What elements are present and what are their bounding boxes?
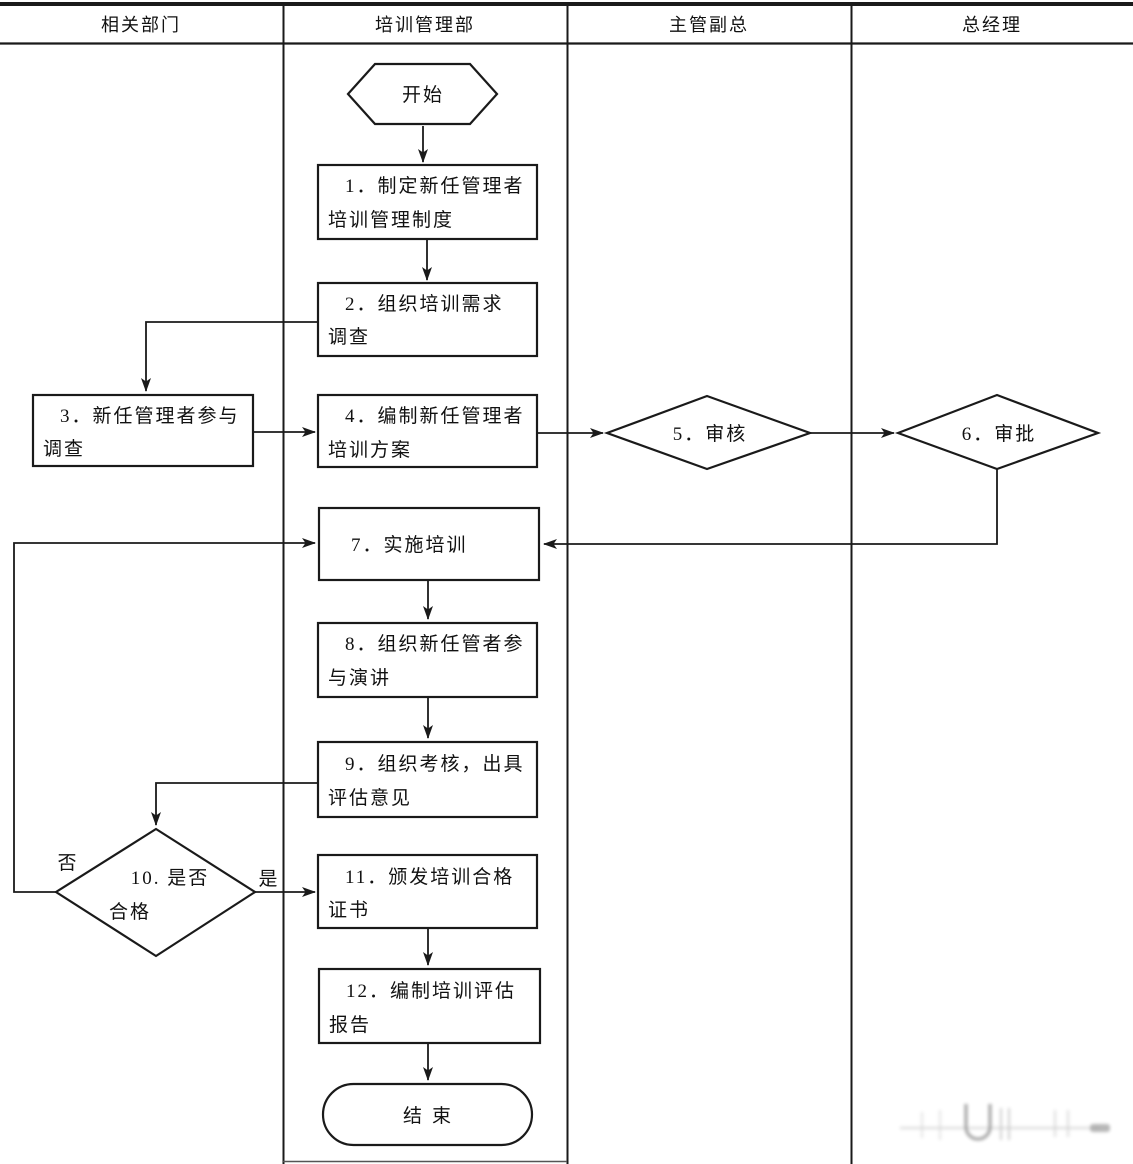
process-box-12 xyxy=(317,967,542,1045)
process-box-3 xyxy=(31,393,255,468)
process-box-7 xyxy=(317,506,541,582)
process-box-3-line2: 调查 xyxy=(43,438,85,460)
decision-diamond-5 xyxy=(603,394,814,471)
decision-diamond-6 xyxy=(894,393,1102,471)
end-node-label: 结束 xyxy=(403,1105,461,1127)
process-box-12-line1: 12．编制培训评估 xyxy=(346,980,516,1002)
decision-diamond-10-line1: 10. 是否 xyxy=(131,868,210,889)
yes-label: 是 xyxy=(258,869,277,890)
process-box-1-line2: 培训管理制度 xyxy=(328,209,454,231)
lane-header-general-manager: 总经理 xyxy=(962,15,1022,35)
lane-header-vice-president: 主管副总 xyxy=(669,15,749,35)
process-box-11-line2: 证书 xyxy=(328,899,370,921)
process-box-4-line1: 4．编制新任管理者 xyxy=(345,405,525,427)
edge-6-to-7 xyxy=(543,469,998,549)
edge-10-no-loop-to-7 xyxy=(13,538,316,893)
process-box-4 xyxy=(316,393,539,469)
process-box-9-line1: 9．组织考核，出具 xyxy=(345,753,525,775)
decision-diamond-10 xyxy=(53,827,258,958)
no-label: 否 xyxy=(57,853,76,874)
process-box-11 xyxy=(316,853,539,930)
watermark-smudge xyxy=(900,1104,1110,1141)
process-box-8-line1: 8．组织新任管者参 xyxy=(345,633,525,655)
lane-header-training-management-dept: 培训管理部 xyxy=(375,15,475,35)
process-box-7-label: 7．实施培训 xyxy=(351,534,468,556)
decision-diamond-6-label: 6．审批 xyxy=(962,423,1037,445)
end-node xyxy=(321,1082,534,1147)
decision-diamond-10-line2: 合格 xyxy=(109,901,151,923)
start-node xyxy=(346,62,499,126)
process-box-11-line1: 11．颁发培训合格 xyxy=(345,866,514,888)
decision-diamond-5-label: 5．审核 xyxy=(673,423,748,445)
process-box-8-line2: 与演讲 xyxy=(328,667,391,689)
process-box-2-line2: 调查 xyxy=(328,326,370,348)
edge-9-to-10 xyxy=(151,782,318,826)
process-box-8 xyxy=(316,621,539,699)
lane-header-related-departments: 相关部门 xyxy=(101,15,181,35)
process-box-1-line1: 1．制定新任管理者 xyxy=(345,175,525,197)
process-box-2-line1: 2．组织培训需求 xyxy=(345,293,504,315)
process-box-2 xyxy=(316,281,539,358)
process-box-4-line2: 培训方案 xyxy=(328,439,412,461)
process-box-1 xyxy=(316,163,539,241)
start-node-label: 开始 xyxy=(402,84,444,106)
edge-2-to-3 xyxy=(141,321,318,392)
process-box-9 xyxy=(316,740,539,819)
process-box-12-line2: 报告 xyxy=(329,1014,371,1036)
process-box-9-line2: 评估意见 xyxy=(328,787,412,809)
process-box-3-line1: 3．新任管理者参与 xyxy=(60,405,240,427)
